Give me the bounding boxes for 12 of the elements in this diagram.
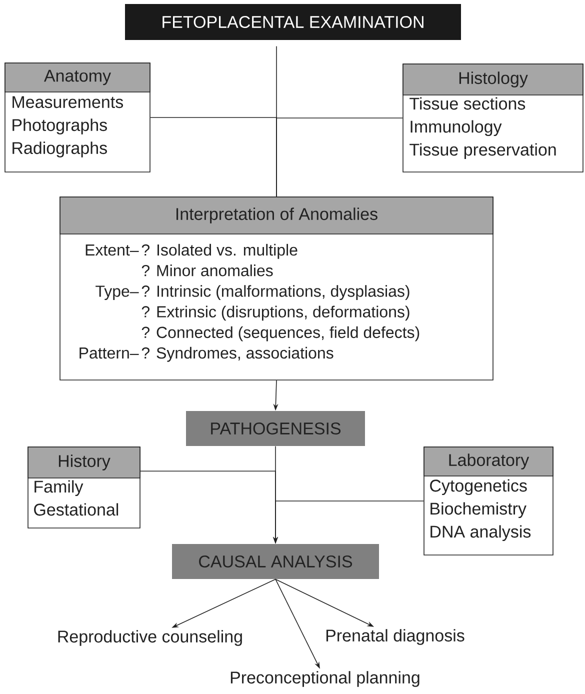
category-box: Interpretation of Anomalies Extent– ? Isolated vs. multiple ? Minor anomalies Type– ? Intrinsic (malformations, dysplasias) ? Extrinsic (disruptions, deformations) ? Connected (sequences, field defects) Pattern– ? Syndromes, associations bbox=[60, 196, 494, 380]
category-box: Anatomy Measurements Photographs Radiographs bbox=[4, 62, 150, 172]
category-box: Laboratory Cytogenetics Biochemistry DNA analysis bbox=[424, 446, 554, 556]
category-box: History Family Gestational bbox=[28, 446, 140, 528]
connector-line bbox=[276, 118, 403, 197]
outcome-text: Reproductive counseling bbox=[58, 630, 242, 646]
outcome-text: Preconceptional planning bbox=[230, 671, 420, 687]
outcome-text: Prenatal diagnosis bbox=[326, 629, 464, 645]
stage-box: PATHOGENESIS bbox=[186, 411, 365, 446]
category-box: Histology Tissue sections Immunology Tissue preservation bbox=[402, 64, 584, 172]
title-box: FETOPLACENTAL EXAMINATION bbox=[125, 4, 461, 40]
stage-box: CAUSAL ANALYSIS bbox=[172, 544, 379, 579]
